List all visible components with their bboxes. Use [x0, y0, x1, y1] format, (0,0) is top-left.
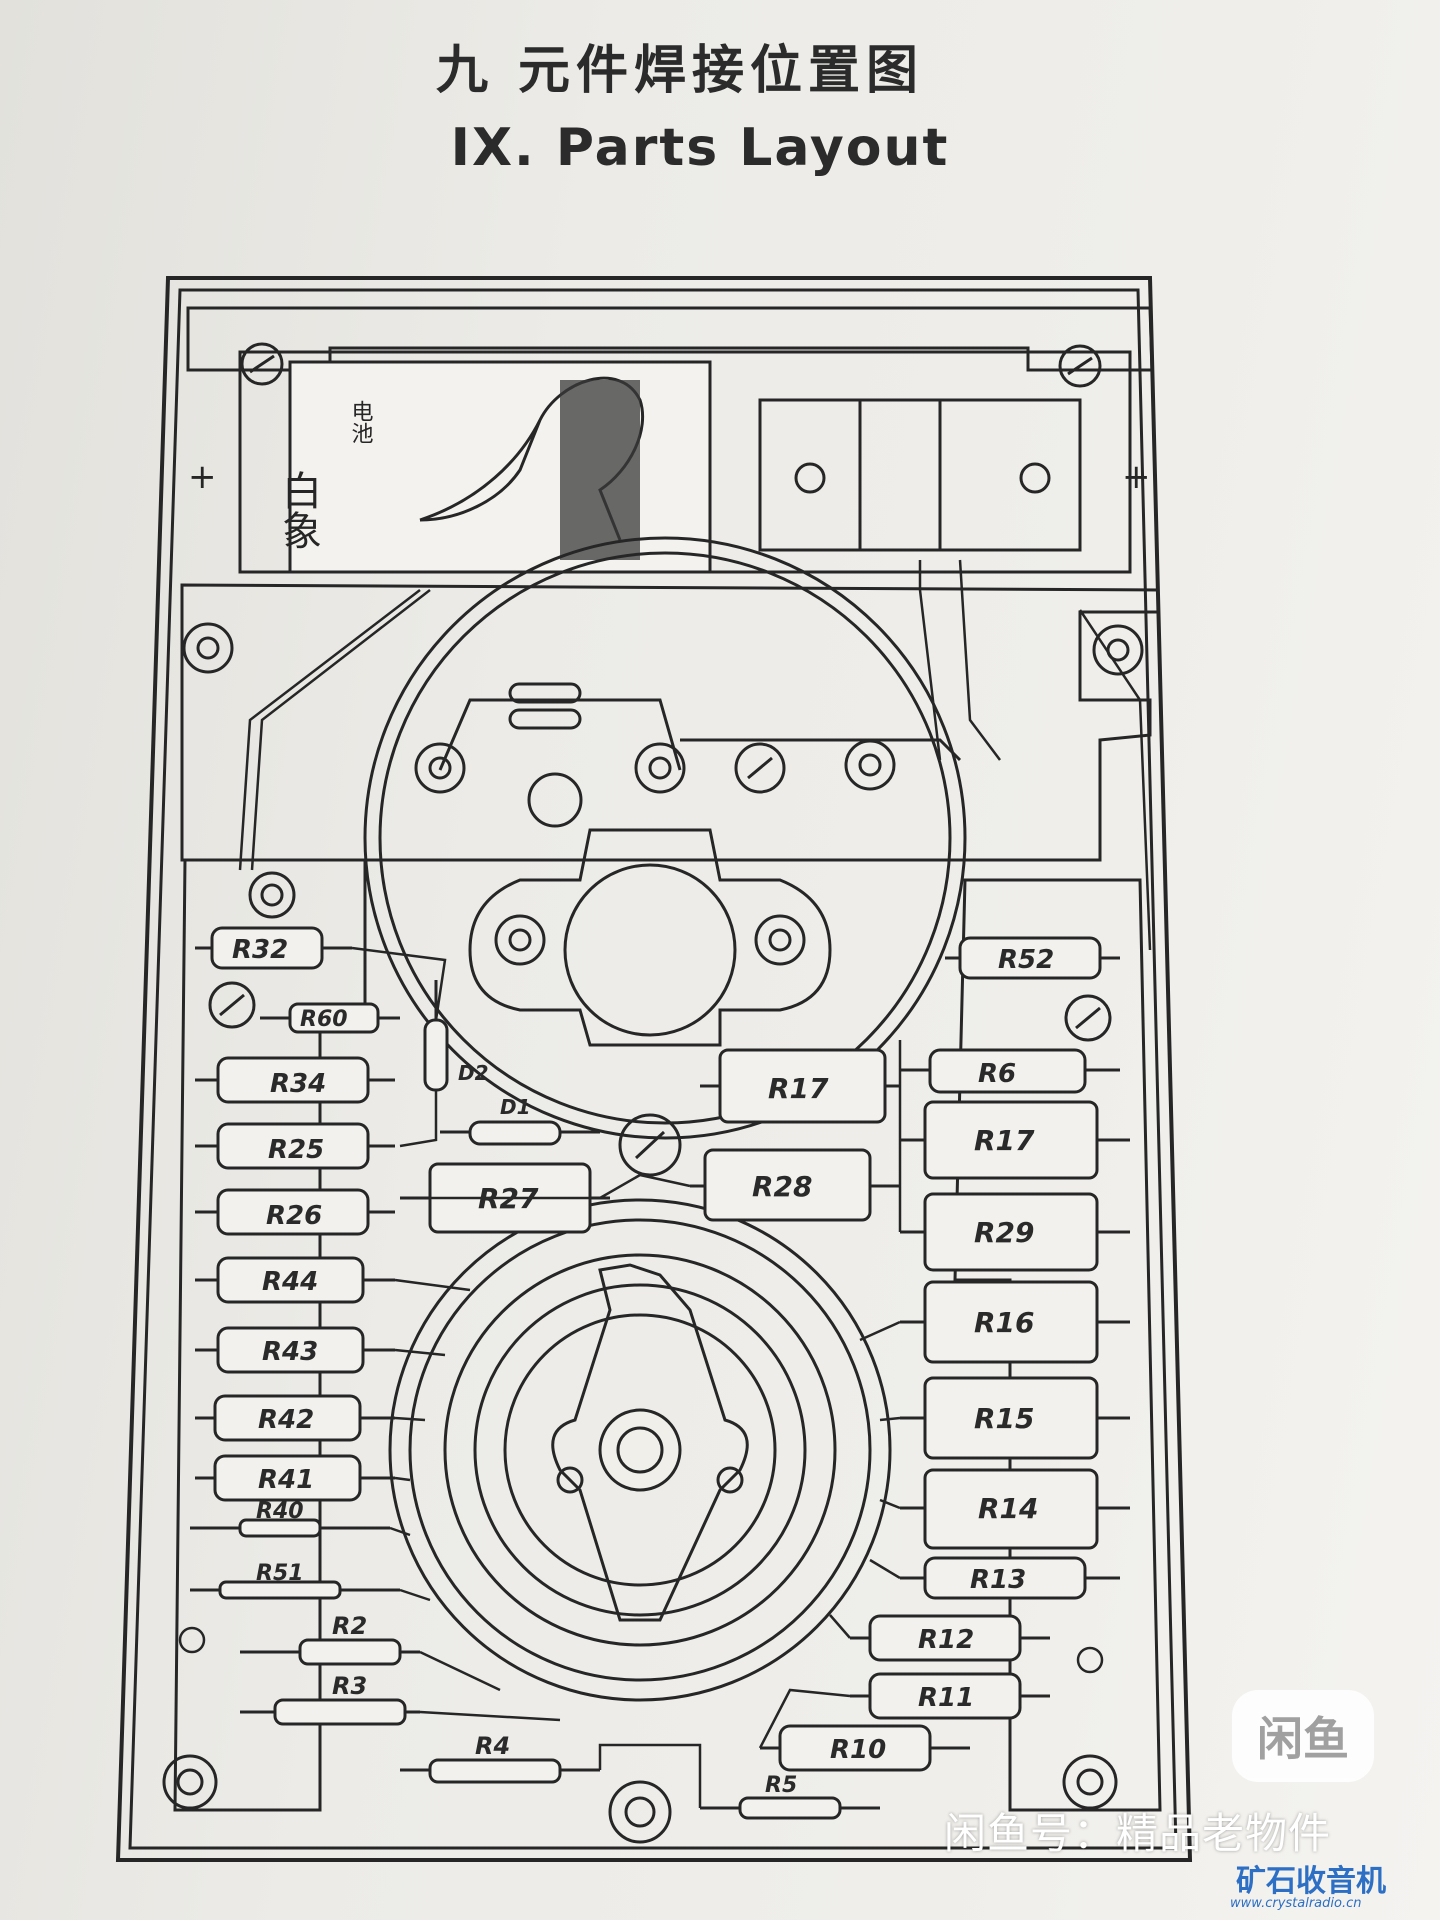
watermark-seller: 闲鱼号：精品老物件	[944, 1809, 1332, 1858]
case-outline-inner	[128, 288, 1178, 1850]
resistor-r16	[900, 1280, 1130, 1364]
case-outline-outer	[115, 276, 1193, 1862]
label-r42: R42	[258, 1405, 314, 1435]
resistor-r52	[945, 936, 1120, 980]
battery-brand: 白象	[275, 470, 321, 550]
screw-center	[618, 1113, 682, 1177]
watermark-site-name: 矿石收音机	[1236, 1864, 1386, 1899]
resistor-r32	[195, 926, 352, 970]
speaker-ring	[363, 536, 967, 1140]
label-r11: R11	[918, 1683, 974, 1713]
right-board	[953, 878, 1162, 1812]
diode-d1	[440, 1120, 600, 1146]
label-r26: R26	[266, 1201, 322, 1231]
label-r4: R4	[475, 1732, 510, 1760]
label-r40: R40	[256, 1499, 304, 1524]
resistor-r3	[240, 1698, 420, 1726]
label-r25: R25	[268, 1135, 324, 1165]
resistor-r51	[190, 1580, 400, 1600]
right-battery	[758, 398, 1082, 552]
resistor-r29	[900, 1192, 1130, 1272]
label-r17-right: R17	[974, 1124, 1035, 1157]
label-r14: R14	[978, 1492, 1039, 1525]
resistor-r6	[900, 1048, 1120, 1094]
screw-bottom-left	[162, 1754, 218, 1810]
page-title-chinese: 九 元件焊接位置图	[435, 41, 925, 101]
resistor-r26	[195, 1188, 395, 1236]
label-r2: R2	[332, 1612, 367, 1640]
watermark-badge: 闲鱼	[1232, 1690, 1374, 1782]
left-battery	[288, 360, 712, 574]
resistor-r43	[195, 1326, 395, 1374]
screw-bottom-right	[1062, 1754, 1118, 1810]
mount-left	[182, 622, 234, 674]
screw-top-right	[1058, 344, 1102, 388]
resistor-r34	[195, 1056, 395, 1104]
right-plus-sign: +	[1122, 457, 1151, 497]
battery-minus-terminal	[794, 462, 826, 494]
label-r12: R12	[918, 1625, 974, 1655]
label-r51: R51	[256, 1561, 304, 1586]
transformer	[468, 828, 832, 1047]
label-r16: R16	[974, 1306, 1035, 1339]
resistor-r25	[195, 1122, 395, 1170]
resistor-r60	[260, 1002, 400, 1034]
resistor-r14	[900, 1468, 1130, 1550]
screw-top-left	[240, 342, 284, 386]
resistor-r4	[400, 1758, 600, 1784]
label-r44: R44	[262, 1267, 318, 1297]
rotary-range-switch	[388, 1198, 892, 1702]
resistor-r42	[195, 1394, 395, 1442]
resistor-r17-right	[900, 1100, 1130, 1180]
resistor-r28	[690, 1148, 900, 1222]
screw-top-left-board	[248, 871, 296, 919]
resistor-r13	[900, 1556, 1120, 1600]
battery-plus-terminal	[1019, 462, 1051, 494]
resistor-r12	[850, 1614, 1050, 1662]
label-r13: R13	[970, 1565, 1026, 1595]
label-r52: R52	[998, 945, 1054, 975]
label-r10: R10	[830, 1735, 886, 1765]
resistor-r17-top	[700, 1048, 900, 1124]
label-d1: D1	[500, 1095, 531, 1119]
screw-bottom-center	[608, 1780, 672, 1844]
label-r27: R27	[478, 1182, 539, 1215]
resistor-r2	[240, 1638, 420, 1666]
screw-r60	[208, 981, 256, 1029]
resistor-r11	[850, 1672, 1050, 1720]
resistor-r40	[190, 1518, 390, 1538]
middle-mount-bar	[180, 583, 1160, 862]
resistor-r10	[760, 1724, 970, 1772]
label-r41: R41	[258, 1465, 314, 1495]
resistor-r41	[195, 1454, 395, 1502]
label-r43: R43	[262, 1337, 318, 1367]
resistor-r15	[900, 1376, 1130, 1460]
label-r60: R60	[300, 1007, 348, 1032]
label-r6: R6	[978, 1059, 1016, 1089]
label-r5: R5	[765, 1773, 797, 1798]
screw-r52	[1064, 994, 1112, 1042]
resistor-r5	[700, 1796, 880, 1820]
label-r15: R15	[974, 1402, 1035, 1435]
label-r28: R28	[752, 1170, 813, 1203]
top-mount-bar	[186, 306, 1154, 372]
label-r34: R34	[270, 1069, 326, 1099]
label-r3: R3	[332, 1672, 367, 1700]
left-plus-sign: +	[188, 457, 217, 497]
label-r32: R32	[232, 935, 288, 965]
label-r29: R29	[974, 1216, 1035, 1249]
watermark-site-url: www.crystalradio.cn	[1230, 1896, 1362, 1911]
page-title-english: IX. Parts Layout	[450, 118, 950, 178]
label-r17-top: R17	[768, 1072, 829, 1105]
resistor-r44	[195, 1256, 395, 1304]
battery-type: 电池	[348, 400, 374, 444]
label-d2: D2	[458, 1061, 489, 1085]
